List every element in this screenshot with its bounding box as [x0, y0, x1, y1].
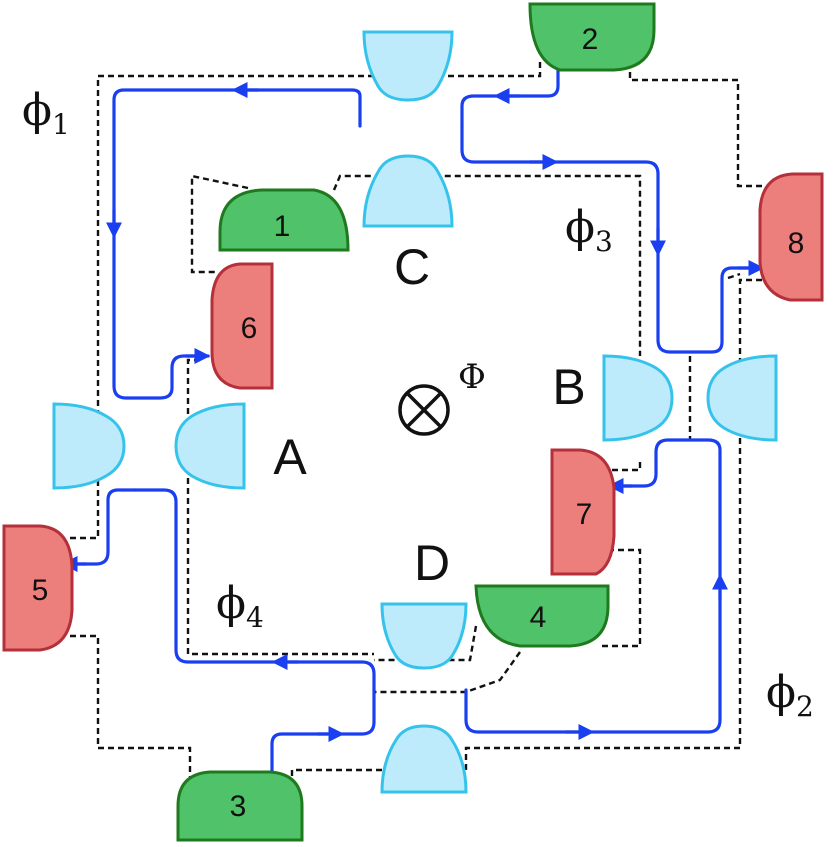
flux-into-page-icon [398, 384, 450, 436]
qpc-labels: A B C D [273, 239, 585, 591]
contact-6 [210, 262, 274, 390]
contact8-gate [727, 272, 741, 280]
contact-3 [176, 770, 304, 842]
phase-phi2: ϕ2 [766, 667, 814, 723]
phase-phi1: ϕ1 [22, 85, 70, 141]
gate-outlines [70, 62, 772, 780]
qpc-b-left [602, 354, 674, 442]
qpc-gates [52, 30, 778, 794]
ohmic-contacts [2, 2, 824, 842]
contact-label-7: 7 [576, 498, 593, 531]
contact-labels: 1 2 3 4 5 6 7 8 [32, 23, 805, 823]
qpc-c-top [362, 30, 454, 102]
phase-phi3: ϕ3 [565, 202, 613, 258]
contact-4 [474, 584, 610, 648]
outer-gate-right [290, 278, 772, 780]
edge-3-to-d [270, 688, 376, 774]
qpc-b-right [706, 354, 778, 442]
inner-gate-left [186, 358, 374, 656]
inner-gate-contact7 [598, 548, 642, 648]
edge-c-to-a-top [112, 88, 362, 400]
outer-gate-upper-right [628, 72, 762, 188]
flux-label: Φ [458, 357, 486, 397]
edge-2-to-c [460, 60, 560, 128]
flux-cross-icon [405, 391, 443, 429]
contact-label-1: 1 [274, 210, 291, 243]
contact-2 [528, 2, 656, 72]
qpc-label-d: D [414, 535, 450, 591]
contact1-gate [190, 174, 249, 274]
contact-label-6: 6 [241, 312, 258, 345]
contact-label-3: 3 [230, 790, 247, 823]
contact-5 [2, 524, 74, 652]
inner-gate-d-right [374, 625, 478, 662]
contact-label-2: 2 [582, 23, 599, 56]
qpc-label-a: A [273, 429, 307, 485]
edge-d-to-b [464, 438, 722, 734]
qpc-label-c: C [394, 239, 430, 295]
inner-gate-top [332, 174, 642, 356]
qpc-c-bottom [362, 154, 454, 228]
contact-1 [218, 188, 350, 252]
edge-a-to-5 [68, 488, 137, 566]
contact-label-8: 8 [788, 227, 805, 260]
qpc-d-top [380, 602, 468, 670]
edge-c-to-b [460, 124, 764, 354]
contact-label-5: 5 [32, 574, 49, 607]
outer-gate-upper-left [70, 62, 542, 540]
qpc-a-left [52, 402, 126, 490]
qpc-d-bottom [380, 724, 468, 794]
contact4-gate [374, 651, 521, 694]
edge-a-to-d [133, 488, 376, 692]
magnetic-flux: Φ [398, 357, 486, 436]
phase-labels: ϕ1 ϕ3 ϕ4 ϕ2 [22, 85, 814, 723]
contact-7 [550, 448, 616, 576]
qpc-a-right [174, 402, 246, 490]
qpc-label-b: B [552, 359, 585, 415]
outer-gate-left-lower [70, 634, 192, 780]
phase-phi4: ϕ4 [216, 578, 264, 634]
contact-8 [758, 172, 824, 302]
contact-label-4: 4 [530, 601, 547, 634]
inner-gate-right-lower [612, 458, 642, 472]
